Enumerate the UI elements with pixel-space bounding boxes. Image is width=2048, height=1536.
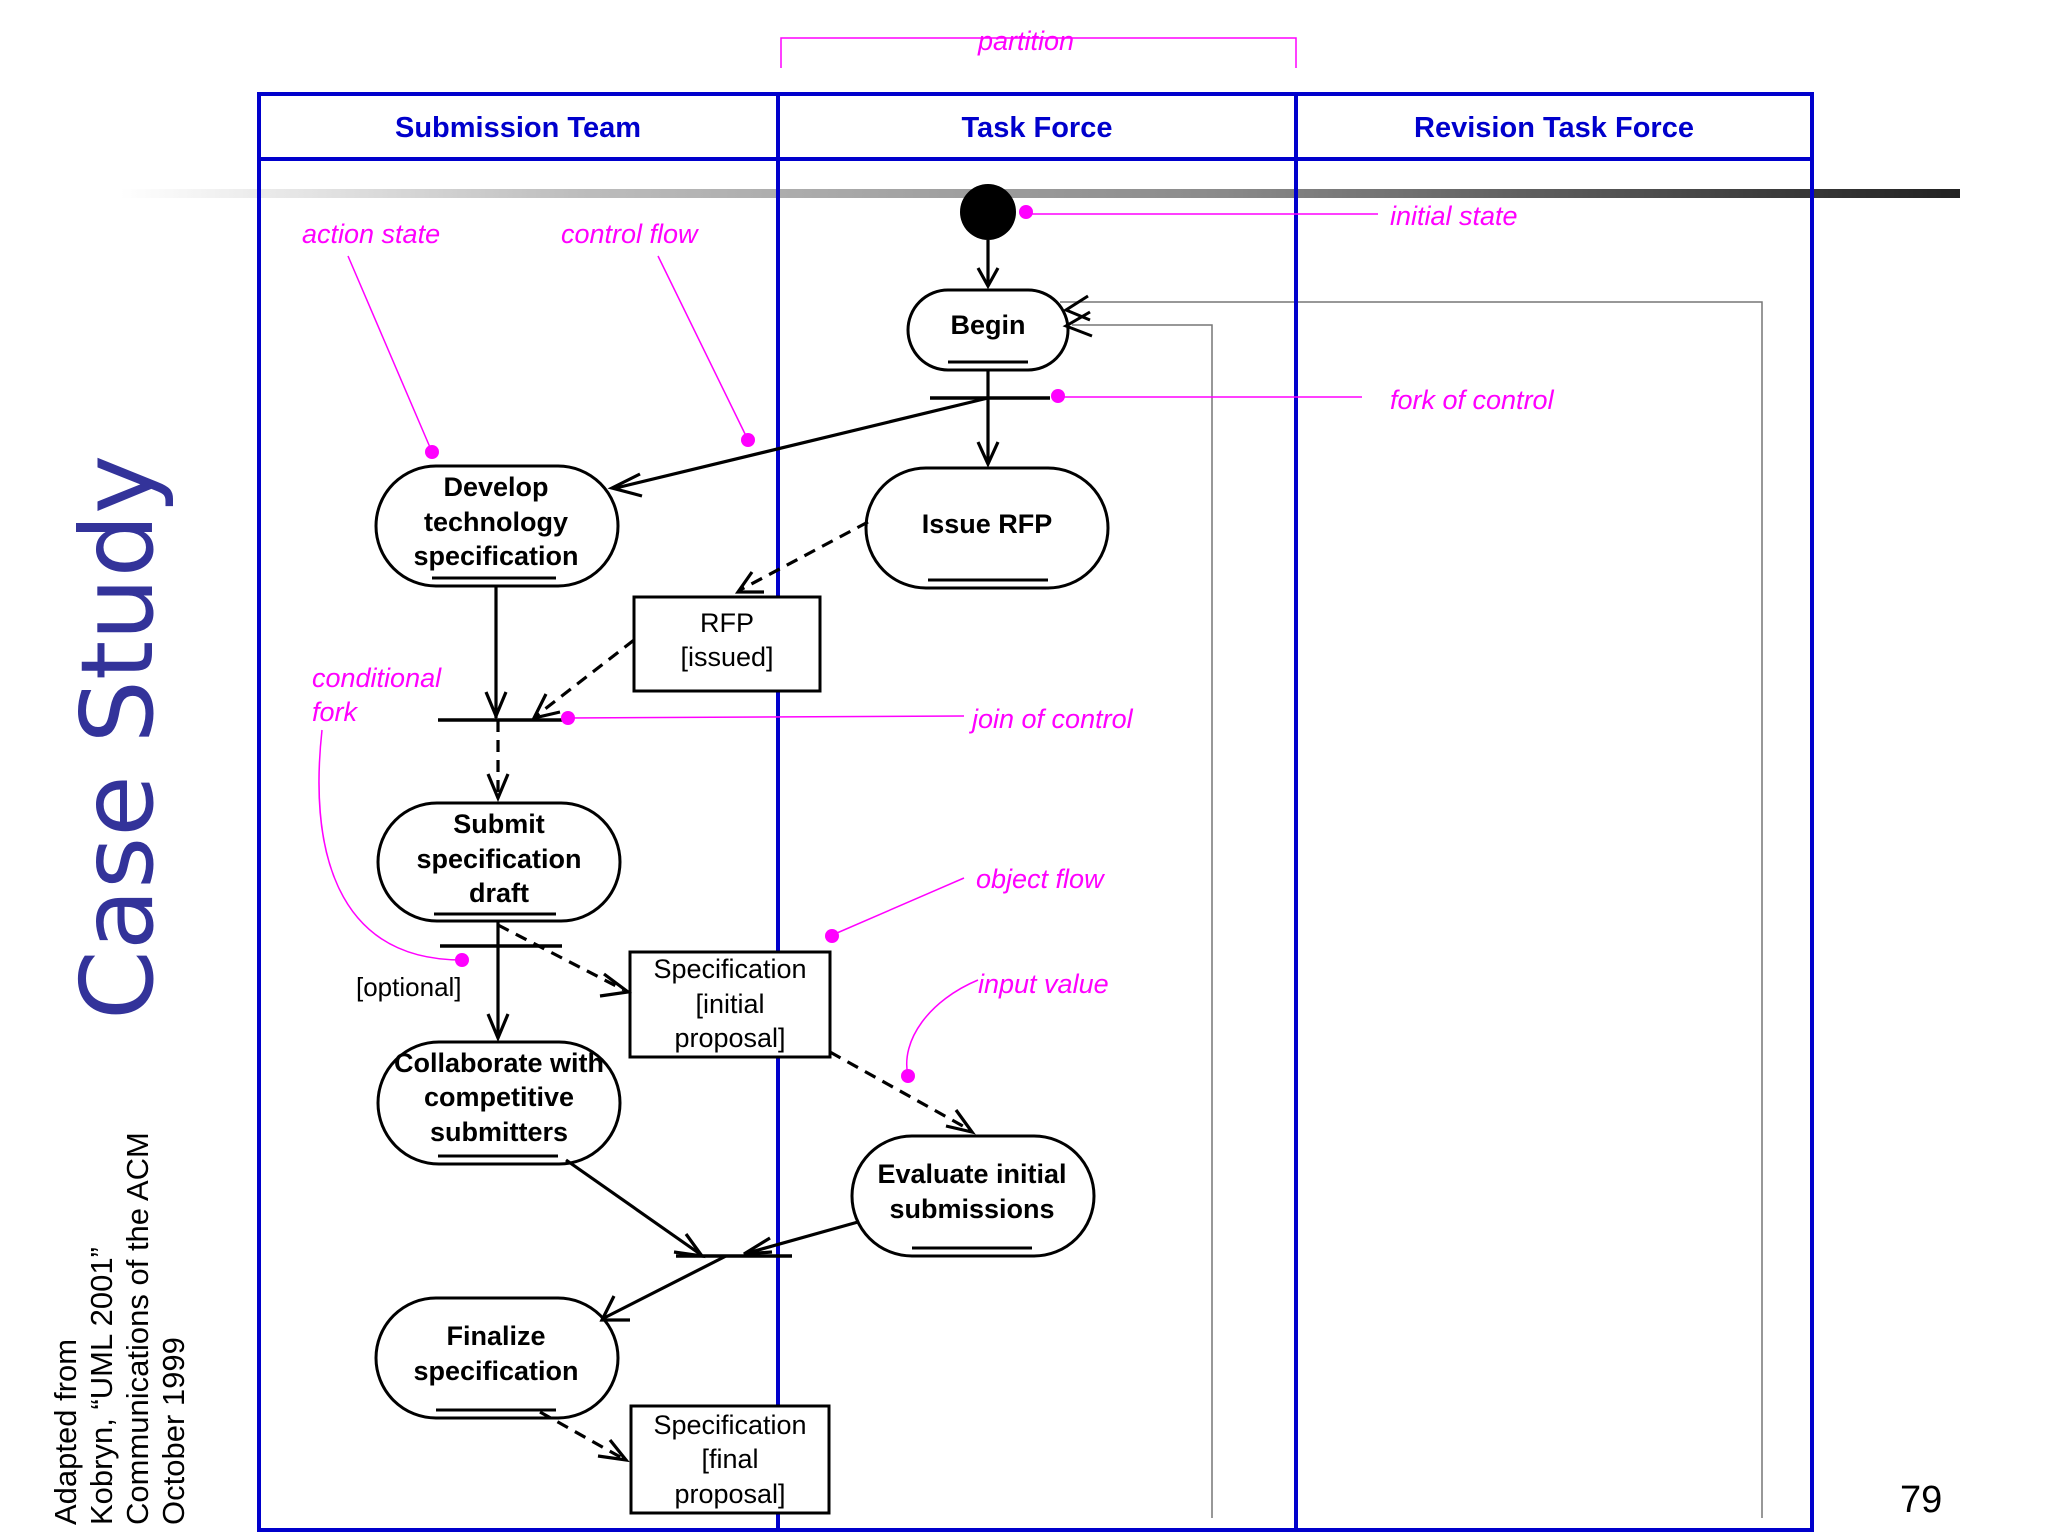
object-label: proposal] xyxy=(674,1479,785,1509)
object-flows xyxy=(496,520,971,1460)
action-finalize-specification: Finalize specification xyxy=(374,1296,620,1420)
guard-optional: [optional] xyxy=(356,972,462,1002)
credit-line: Adapted from xyxy=(48,1339,83,1525)
object-flow-arrowheads xyxy=(486,571,976,1463)
initial-state-node xyxy=(960,184,1016,240)
swimlane-task-force: Task Force xyxy=(962,112,1113,144)
credit-line: Communications of the ACM xyxy=(120,1132,155,1525)
action-label: Develop xyxy=(443,472,548,502)
annotation-object-flow: object flow xyxy=(976,864,1105,894)
return-flow-lines xyxy=(1060,301,1763,1518)
object-label: [final xyxy=(701,1444,758,1474)
action-label: Collaborate with xyxy=(394,1048,604,1078)
annotation-initial-state: initial state xyxy=(1390,201,1518,231)
page-number: 79 xyxy=(1900,1479,1942,1521)
annotation-partition: partition xyxy=(977,26,1074,56)
slide-title: Case Study xyxy=(59,455,176,1020)
credit-line: Kobryn, “UML 2001” xyxy=(84,1247,119,1525)
swimlane-revision-task-force: Revision Task Force xyxy=(1414,112,1694,144)
annotation-control-flow: control flow xyxy=(561,219,699,249)
action-develop-technology-specification: Develop technology specification xyxy=(374,464,620,588)
action-label: Submit xyxy=(453,809,545,839)
action-label: Evaluate initial xyxy=(877,1159,1066,1189)
action-label: technology xyxy=(424,507,568,537)
object-label: RFP xyxy=(700,608,754,638)
action-label: Begin xyxy=(950,310,1025,340)
action-label: submitters xyxy=(430,1117,568,1147)
annotation-conditional-fork: conditional xyxy=(312,663,442,693)
action-label: specification xyxy=(413,541,578,571)
action-label: draft xyxy=(469,878,529,908)
action-begin: Begin xyxy=(906,288,1070,372)
action-label: specification xyxy=(416,844,581,874)
annotation-join-of-control: join of control xyxy=(968,704,1134,734)
action-evaluate-initial-submissions: Evaluate initial submissions xyxy=(850,1134,1096,1258)
swimlane-submission-team: Submission Team xyxy=(395,112,641,144)
annotation-leaders xyxy=(318,213,1378,1077)
return-arrowheads xyxy=(1062,294,1093,338)
action-label: competitive xyxy=(424,1082,574,1112)
swimlanes xyxy=(257,92,1814,1532)
annotation-input-value: input value xyxy=(978,969,1109,999)
action-label: Finalize xyxy=(446,1321,545,1351)
action-issue-rfp: Issue RFP xyxy=(864,466,1110,590)
object-rfp-issued: RFP [issued] xyxy=(632,595,822,693)
action-submit-specification-draft: Submit specification draft xyxy=(376,801,622,923)
object-label: [issued] xyxy=(680,642,773,672)
credit-line: October 1999 xyxy=(156,1337,191,1525)
action-collaborate-with-competitive-submitters: Collaborate with competitive submitters xyxy=(376,1040,622,1166)
action-label: submissions xyxy=(889,1194,1054,1224)
annotation-fork-of-control: fork of control xyxy=(1390,385,1555,415)
object-label: [initial xyxy=(695,989,764,1019)
object-specification-initial-proposal: Specification [initial proposal] xyxy=(628,950,832,1059)
partition-bracket xyxy=(780,37,1297,68)
action-label: specification xyxy=(413,1356,578,1386)
annotation-conditional-fork: fork xyxy=(312,697,359,727)
annotation-dots xyxy=(425,205,1065,1083)
credit-block: Adapted from Kobryn, “UML 2001” Communic… xyxy=(48,1132,191,1525)
control-flows xyxy=(484,240,1000,1322)
annotation-action-state: action state xyxy=(302,219,440,249)
object-label: proposal] xyxy=(674,1023,785,1053)
object-label: Specification xyxy=(653,954,806,984)
header-rule xyxy=(120,189,1960,198)
object-label: Specification xyxy=(653,1410,806,1440)
action-label: Issue RFP xyxy=(922,509,1053,539)
object-specification-final-proposal: Specification [final proposal] xyxy=(629,1404,831,1515)
